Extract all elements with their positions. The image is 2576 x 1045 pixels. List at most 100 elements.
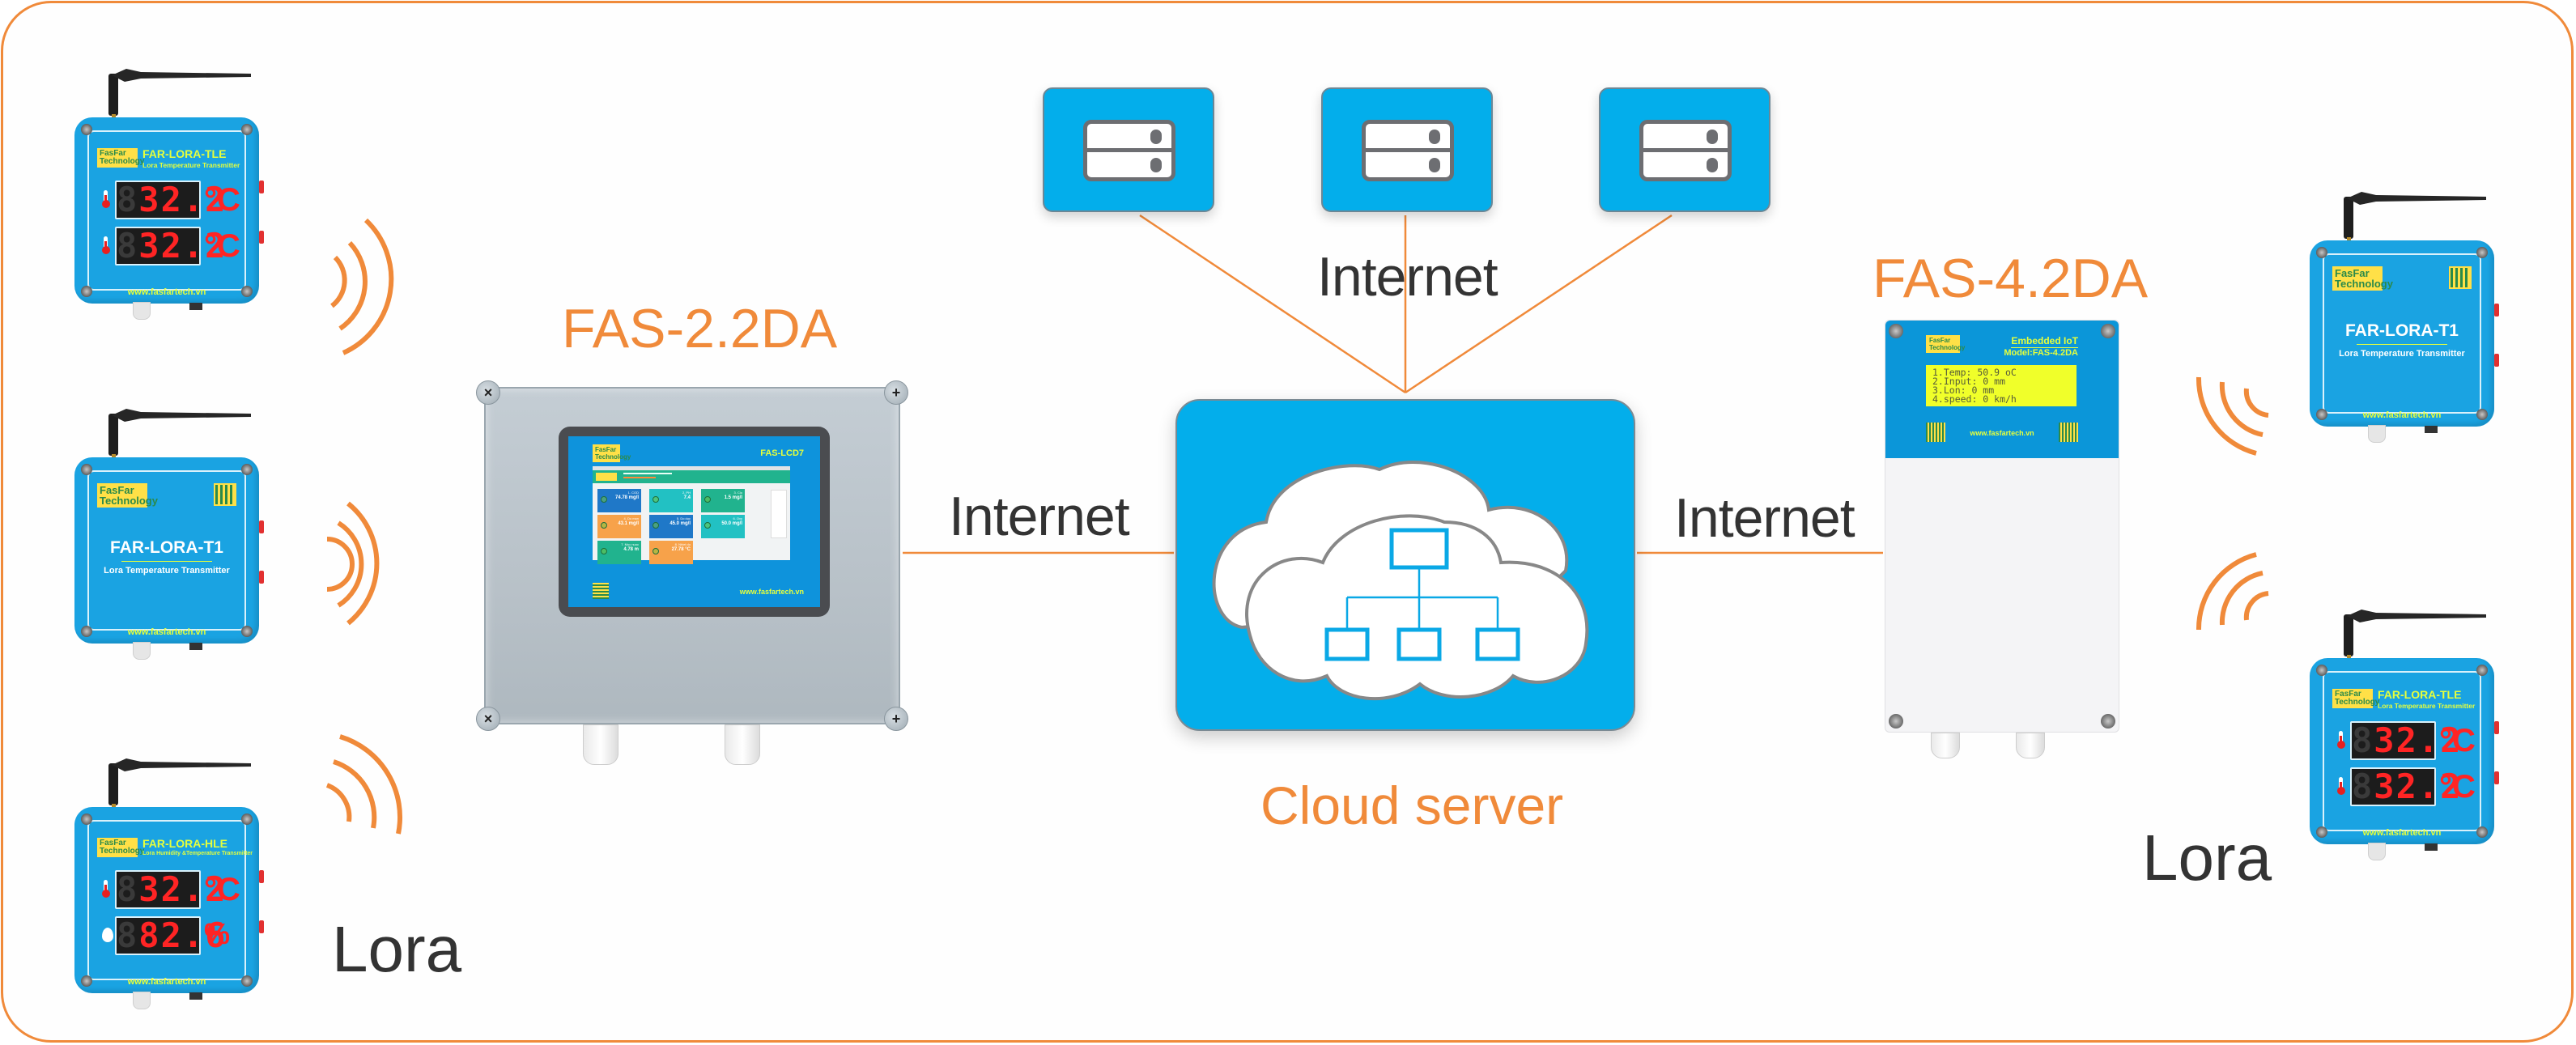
brand-logo: FasFar Technology	[2332, 266, 2393, 291]
qr-code-icon	[2449, 266, 2472, 289]
side-button[interactable]	[259, 181, 264, 193]
side-button[interactable]	[2494, 721, 2499, 734]
screen-url: www.fasfartech.vn	[739, 588, 804, 596]
screw-icon: ×	[476, 380, 500, 405]
thermometer-icon	[102, 190, 110, 208]
unused-digit: 8	[117, 869, 139, 909]
fas42-heading: Embedded IoT	[2011, 335, 2078, 348]
tile-value: 43.1 mg/l	[618, 521, 639, 526]
smiley-icon	[653, 548, 659, 554]
device-panel-border	[2323, 671, 2481, 831]
seven-segment-display: 832.2	[2350, 767, 2460, 806]
reading-value: 32.2	[138, 180, 227, 219]
server-tile-3	[1599, 87, 1770, 212]
qr-code-icon	[214, 483, 236, 506]
tile-value: 27.78 °C	[671, 547, 691, 552]
reading-unit: °C	[204, 872, 240, 907]
fas42-model: Model:FAS-4.2DA	[2004, 348, 2078, 358]
qr-code-icon	[593, 583, 609, 599]
smiley-icon	[653, 496, 659, 503]
cloud-server-label: Cloud server	[1260, 775, 1564, 835]
device-subtitle: Lora Humidity &Temperature Transmitter	[142, 851, 253, 856]
tile-name: 3. Clo	[733, 491, 742, 495]
screen-model: FAS-LCD7	[760, 448, 804, 458]
side-button[interactable]	[259, 920, 264, 933]
thermometer-icon	[2337, 777, 2345, 795]
cable-gland-icon	[133, 302, 151, 320]
screw-icon	[2476, 409, 2488, 420]
device-url: www.fasfartech.vn	[127, 287, 206, 297]
dashboard-side-panel	[771, 490, 787, 538]
tile-name: 4. Do man	[623, 516, 639, 520]
screw-icon	[2316, 409, 2327, 420]
cable-gland-icon	[2368, 843, 2386, 860]
screw-icon	[241, 286, 253, 297]
cable-gland-icon	[725, 724, 760, 765]
link-server3-cloud	[1405, 214, 1673, 394]
screw-icon	[2476, 826, 2488, 838]
reading-unit: °C	[204, 182, 240, 218]
seven-segment-display: 832.2	[2350, 721, 2460, 760]
side-button[interactable]	[2494, 354, 2499, 367]
server-tile-2	[1321, 87, 1493, 212]
reading-value: 32.2	[138, 869, 227, 909]
internet-label-left: Internet	[949, 486, 1130, 547]
smiley-icon	[653, 522, 659, 529]
device-panel-border	[2323, 253, 2481, 414]
screw-icon	[2476, 247, 2488, 258]
lcd-line: 4.speed: 0 km/h	[1932, 393, 2017, 405]
connector-icon	[189, 303, 202, 310]
lora-wave-icon	[330, 218, 394, 355]
thermometer-icon	[2337, 731, 2345, 749]
server-icon	[1083, 120, 1175, 181]
smiley-icon	[601, 496, 607, 503]
device-subtitle: Lora Temperature Transmitter	[142, 161, 240, 169]
device-model: FAR-LORA-TLE	[142, 147, 227, 160]
brand-logo: FasFar Technology	[97, 483, 158, 508]
cable-gland-icon	[133, 992, 151, 1009]
lcd-line: 3.Lon: 0 mm	[1932, 384, 1995, 396]
tile-value: 45.0 mg/l	[670, 521, 691, 526]
server-tile-1	[1043, 87, 1214, 212]
unused-digit: 8	[117, 180, 139, 219]
side-button[interactable]	[259, 571, 264, 584]
seven-segment-display: 882.6	[115, 916, 225, 955]
tile-name: 6. Oxy	[733, 516, 742, 520]
device-panel-border	[87, 820, 246, 980]
device-model: FAR-LORA-T1	[2345, 321, 2459, 340]
screw-icon	[2316, 247, 2327, 258]
side-button[interactable]	[259, 520, 264, 533]
reading-value: 32.2	[2374, 720, 2463, 760]
internet-label-top: Internet	[1317, 246, 1498, 308]
server-icon	[1639, 120, 1732, 181]
tile-value: 7.4	[683, 495, 691, 500]
brand-logo: FasFar Technology	[593, 444, 631, 462]
link-server1-cloud	[1139, 214, 1406, 394]
side-button[interactable]	[259, 231, 264, 244]
device-url: www.fasfartech.vn	[2362, 828, 2442, 838]
side-button[interactable]	[2494, 304, 2499, 316]
cloud-server-box	[1175, 399, 1635, 731]
fas42-gateway: FasFar Technology Embedded IoT Model:FAS…	[1885, 320, 2119, 733]
seven-segment-display: 832.2	[115, 180, 225, 219]
cable-gland-icon	[1931, 733, 1960, 758]
lcd-line: 2.Input: 0 mm	[1932, 376, 2006, 387]
server-icon	[1362, 120, 1454, 181]
screw-icon	[2476, 665, 2488, 676]
screw-icon	[81, 286, 92, 297]
connector-icon	[189, 992, 202, 1000]
thermometer-icon	[102, 236, 110, 254]
side-button[interactable]	[2494, 771, 2499, 784]
side-button[interactable]	[259, 870, 264, 883]
device-url: www.fasfartech.vn	[127, 627, 206, 637]
unused-digit: 8	[2352, 767, 2374, 806]
screw-icon: ×	[476, 707, 500, 731]
